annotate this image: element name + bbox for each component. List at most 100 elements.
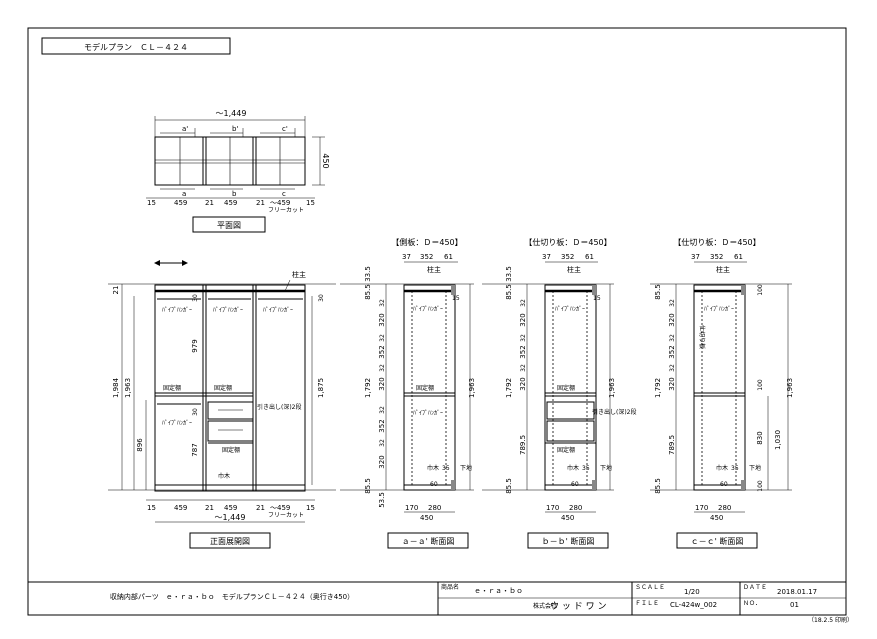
section-a-left-13: 85.5	[364, 478, 372, 494]
section-b-label-shelf: 固定棚	[557, 384, 575, 392]
front-inner-30-b: 30	[192, 408, 199, 416]
title-no-label: ＮＯ．	[743, 600, 761, 607]
section-c-left-7: 1,792	[654, 378, 662, 398]
plan-depth-dim: 450	[321, 153, 330, 168]
section-b-left-7: 320	[519, 377, 527, 390]
marker-a-prime: a'	[182, 125, 188, 133]
section-a-label-top: 柱主	[427, 265, 441, 274]
plan-dim-459-1: 459	[174, 199, 187, 207]
section-c-floor-60: 60	[720, 481, 728, 488]
section-b-floor-60: 60	[571, 481, 579, 488]
section-a-left-4: 32	[379, 334, 386, 342]
section-c-label: ｃ－ｃ' 断面図	[691, 536, 744, 546]
plan-overall-dim: ～1,449	[216, 109, 247, 118]
section-b-left-6: 32	[520, 364, 527, 372]
section-b-left-0: 33.5	[505, 266, 513, 282]
section-a-left-9: 32	[379, 406, 386, 414]
section-c-view: 【仕切り板：Ｄ＝450】 37 352 61 柱主 ﾊﾟｲﾌﾟﾊﾝｶﾞｰ 仕切り…	[650, 237, 794, 549]
title-company-label: 株式会社	[533, 602, 557, 610]
section-a-top-37: 37	[402, 253, 411, 261]
front-dim-459-1: 459	[174, 504, 187, 512]
section-b-label-drawer: 引き出し(深)2段	[592, 408, 637, 416]
front-free-cut: フリーカット	[268, 512, 304, 519]
section-b-bottom-280: 280	[569, 504, 582, 512]
front-label-pipe-2: ﾊﾟｲﾌﾟﾊﾝｶﾞｰ	[213, 307, 243, 314]
section-a-label-shelf: 固定棚	[416, 384, 434, 392]
title-file-label: ＦＩＬＥ	[635, 600, 659, 607]
header-title: モデルプラン ＣＬ－４２４	[84, 42, 188, 52]
section-a-left-12: 320	[378, 455, 386, 468]
section-a-label-pipe: ﾊﾟｲﾌﾟﾊﾝｶﾞｰ	[413, 306, 443, 313]
section-a-floor-base: 下地	[460, 464, 472, 472]
title-footer-ref: （18.2.5 印刷）	[808, 616, 853, 624]
section-b-left-3: 320	[519, 313, 527, 326]
front-label-pipe-1: ﾊﾟｲﾌﾟﾊﾝｶﾞｰ	[162, 307, 192, 314]
section-c-left-4: 352	[668, 345, 676, 358]
section-b-label: ｂ－ｂ' 断面図	[542, 536, 595, 546]
section-c-left-5: 32	[669, 364, 676, 372]
section-b-bottom-170: 170	[546, 504, 559, 512]
section-b-label-pipe: ﾊﾟｲﾌﾟﾊﾝｶﾞｰ	[555, 306, 585, 313]
plan-dim-15-left: 15	[147, 199, 156, 207]
section-b-left-2: 32	[520, 299, 527, 307]
section-a-label: ａ－ａ' 断面図	[402, 536, 455, 546]
section-b-left-5: 352	[519, 345, 527, 358]
section-c-left-0: 85.5	[654, 284, 662, 300]
section-c-label-floor: 巾木	[716, 464, 728, 472]
section-c-left-9: 85.5	[654, 478, 662, 494]
section-c-title: 【仕切り板：Ｄ＝450】	[673, 237, 760, 247]
section-b-left-9: 789.5	[519, 435, 527, 455]
front-height-1963: 1,963	[124, 378, 132, 398]
section-a-title: 【側板：Ｄ＝450】	[391, 237, 462, 247]
front-label-bottom: 巾木	[218, 472, 230, 480]
section-c-top-61: 61	[734, 253, 743, 261]
plan-dim-459-3: ～459	[270, 199, 290, 207]
section-b-floor-35: 35	[582, 465, 590, 472]
front-label: 正面展開図	[210, 537, 250, 546]
plan-dim-21-2: 21	[256, 199, 265, 207]
front-height-1984: 1,984	[112, 377, 120, 398]
marker-b: b	[232, 190, 237, 198]
front-inner-30-a: 30	[192, 294, 199, 302]
section-b-left-4: 32	[520, 334, 527, 342]
section-a-label-floor: 巾木	[427, 464, 439, 472]
section-a-left-6: 32	[379, 364, 386, 372]
title-scale-label: ＳＣＡＬＥ	[635, 584, 665, 591]
section-a-top-61: 61	[444, 253, 453, 261]
marker-a: a	[182, 190, 186, 198]
section-c-top-352: 352	[710, 253, 723, 261]
marker-c-prime: c'	[282, 125, 288, 133]
front-label-pipe-4: ﾊﾟｲﾌﾟﾊﾝｶﾞｰ	[162, 420, 192, 427]
front-label-drawer: 引き出し(深)2段	[257, 403, 302, 411]
section-a-depth: 450	[420, 514, 433, 522]
section-a-floor-35: 35	[442, 465, 450, 472]
section-b-view: 【仕切り板：Ｄ＝450】 37 352 61 柱主 ﾊﾟｲﾌﾟﾊﾝｶﾞｰ 固定棚…	[482, 237, 637, 549]
section-b-right-15: 15	[593, 295, 601, 302]
plan-dim-15-right: 15	[306, 199, 315, 207]
front-label-top: 柱主	[292, 270, 306, 279]
front-label-shelf-3: 固定棚	[222, 446, 240, 454]
section-c-right-1963: 1,963	[786, 378, 794, 398]
title-company: ウ ッ ド ワ ン	[550, 601, 606, 612]
section-a-left-0: 33.5	[364, 266, 372, 282]
front-inner-1875: 1,875	[317, 378, 325, 398]
section-b-top-61: 61	[585, 253, 594, 261]
front-dim-15-right: 15	[306, 504, 315, 512]
section-c-depth: 450	[710, 514, 723, 522]
section-c-right-100-b: 100	[757, 379, 764, 391]
section-a-left-7: 320	[378, 377, 386, 390]
title-block: 収納内部パーツ ｅ・ｒａ・ｂｏ モデルプランＣＬ－４２４（奥行き450） 商品名…	[28, 581, 853, 624]
front-inner-787: 787	[191, 443, 199, 456]
section-b-right-1963: 1,963	[608, 378, 616, 398]
section-b-label-top: 柱主	[567, 265, 581, 274]
front-elevation: 柱主 ﾊﾟｲﾌﾟﾊﾝｶﾞｰ ﾊﾟｲﾌﾟﾊﾝｶﾞｰ ﾊﾟｲﾌﾟﾊﾝｶﾞｰ ﾊﾟｲﾌ…	[108, 270, 336, 549]
section-c-right-100-a: 100	[757, 284, 764, 296]
title-product: ｅ・ｒａ・ｂｏ	[474, 587, 523, 595]
plan-dim-459-2: 459	[224, 199, 237, 207]
front-label-shelf-1: 固定棚	[163, 384, 181, 392]
section-a-bottom-170: 170	[405, 504, 418, 512]
section-a-left-2: 32	[379, 299, 386, 307]
section-a-top-352: 352	[420, 253, 433, 261]
title-date: 2018.01.17	[777, 588, 817, 596]
